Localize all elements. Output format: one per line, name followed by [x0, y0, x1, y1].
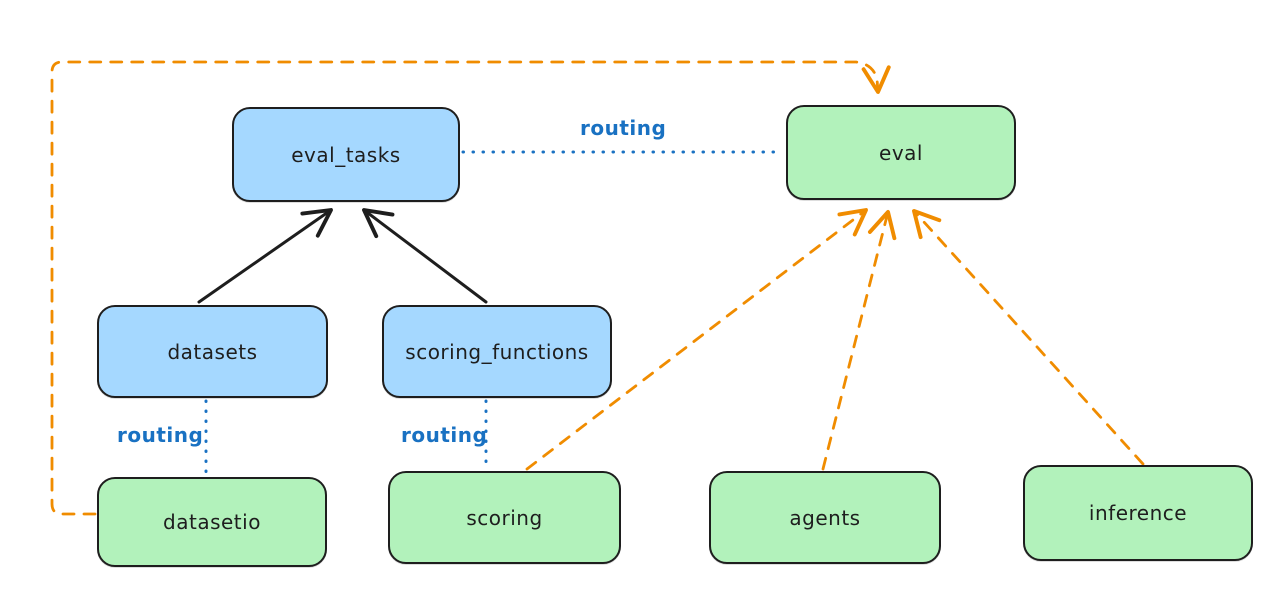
edge-datasetio-to-eval — [50, 60, 891, 516]
node-eval: eval — [786, 105, 1016, 200]
node-inference-label: inference — [1088, 501, 1188, 525]
node-scoring-label: scoring — [466, 505, 543, 530]
node-agents-label: agents — [789, 505, 861, 530]
node-datasets: datasets — [97, 305, 328, 398]
edge-scoring-to-eval — [525, 208, 868, 471]
edge-inference-to-eval — [912, 209, 1145, 466]
node-scoring-functions-label: scoring_functions — [405, 339, 589, 364]
edge-label-routing-datasets-datasetio: routing — [117, 423, 204, 447]
edge-datasets-to-eval-tasks — [197, 208, 333, 304]
node-datasetio: datasetio — [97, 477, 327, 567]
edge-label-routing-eval-tasks-eval: routing — [580, 116, 667, 140]
node-scoring-functions: scoring_functions — [382, 305, 612, 398]
node-scoring: scoring — [388, 471, 621, 564]
node-eval-tasks: eval_tasks — [232, 107, 460, 202]
edge-label-routing-scoring-functions-scoring: routing — [401, 423, 488, 447]
edge-scoring-functions-to-eval-tasks — [362, 208, 488, 304]
node-inference: inference — [1023, 465, 1253, 561]
edge-agents-to-eval — [821, 210, 897, 471]
node-datasets-label: datasets — [167, 339, 258, 364]
node-eval-label: eval — [879, 140, 923, 165]
node-datasetio-label: datasetio — [163, 510, 261, 534]
node-agents: agents — [709, 471, 941, 564]
node-eval-tasks-label: eval_tasks — [291, 142, 401, 167]
